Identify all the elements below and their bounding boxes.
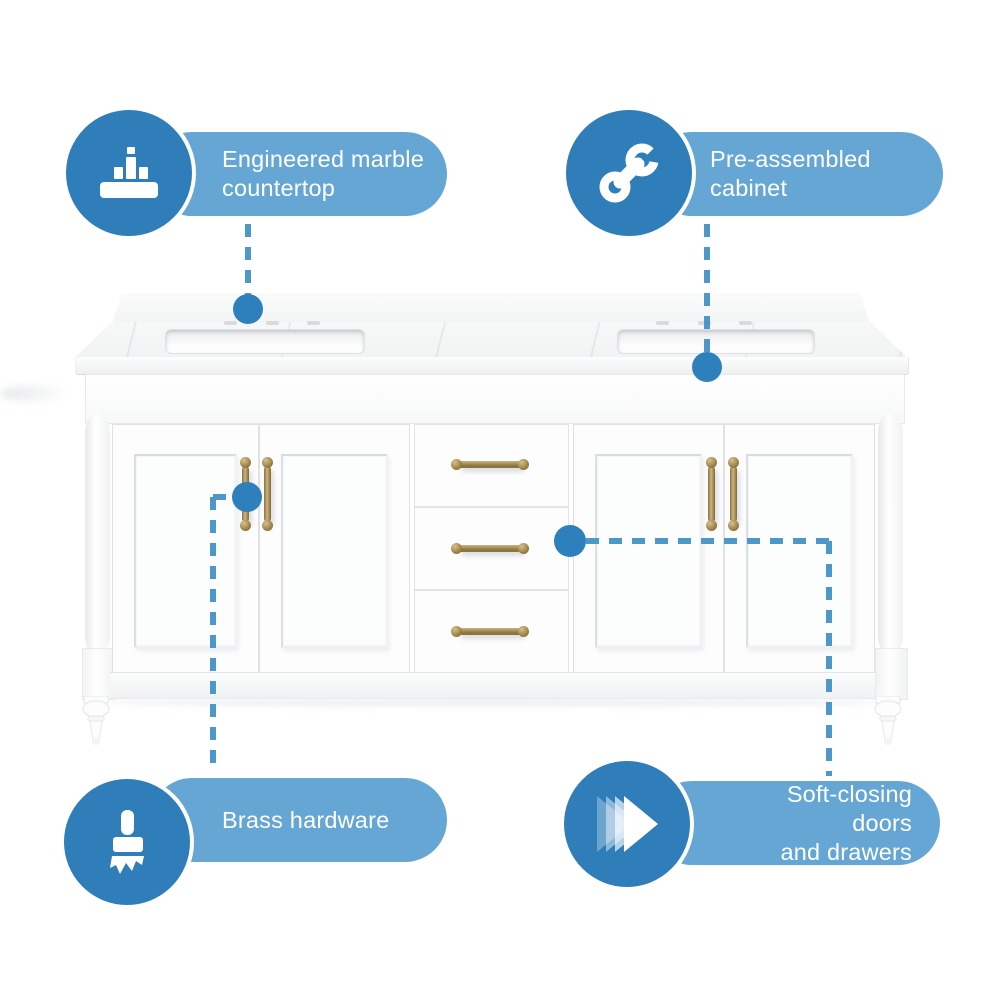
pilaster-right (878, 414, 903, 654)
turned-leg-right (874, 696, 902, 745)
countertop-front-edge (75, 357, 909, 375)
callout-label-line: Pre-assembled cabinet (710, 146, 871, 201)
faucet-hole (224, 321, 237, 325)
callout-pill-engineered-marble-countertop: Engineered marble countertop (150, 132, 447, 216)
leader-line-brass-h (213, 494, 237, 500)
callout-label-line: Soft-closing doors (786, 780, 912, 836)
door-panel (281, 454, 388, 648)
drawer-pull-brass (451, 543, 529, 554)
cabinet-top-rail (85, 374, 905, 424)
drawer-pull-brass (451, 626, 529, 637)
door-2 (259, 424, 410, 674)
callout-pill-brass-hardware: Brass hardware (150, 778, 447, 862)
callout-circle-brass-hardware (60, 775, 194, 909)
fast-forward-icon (597, 796, 658, 852)
bottom-rail (110, 672, 875, 699)
callout-label-line: countertop (222, 175, 336, 201)
callout-pill-soft-closing: Soft-closing doors and drawers (650, 781, 940, 865)
door-panel (746, 454, 853, 648)
door-pull-brass (262, 457, 273, 531)
callout-label-line: and drawers (780, 838, 912, 865)
leader-dot-cabinet (692, 352, 722, 382)
leader-dot-countertop (233, 294, 263, 324)
faucet-hole (739, 321, 752, 325)
callout-circle-engineered-marble-countertop (62, 106, 196, 240)
plinth-right (875, 648, 908, 700)
door-pull-brass (706, 457, 717, 531)
leader-dot-softclose (554, 525, 586, 557)
door-3 (573, 424, 724, 674)
floor-shadow (100, 699, 890, 706)
backsplash (112, 293, 870, 324)
door-4 (724, 424, 875, 674)
paint-brush-icon (110, 810, 144, 874)
callout-pill-pre-assembled-cabinet: Pre-assembled cabinet (650, 132, 943, 216)
door-pull-brass (728, 457, 739, 531)
door-panel (595, 454, 702, 648)
door-1 (112, 424, 259, 674)
sink-left (165, 329, 365, 354)
callout-circle-soft-closing (560, 757, 694, 891)
callout-label-line: Brass hardware (222, 806, 390, 833)
pilaster-left (85, 414, 110, 654)
leader-line-brass-v (210, 497, 216, 773)
leader-line-softclose-v (826, 541, 832, 776)
leader-dot-brass (232, 482, 262, 512)
leader-line-countertop (245, 224, 251, 302)
wrench-icon (599, 142, 665, 203)
leader-line-cabinet (704, 224, 710, 360)
sink-right (617, 329, 815, 354)
callout-label-line: Engineered marble (222, 146, 424, 172)
faucet-hole (656, 321, 669, 325)
faucet-hole (307, 321, 320, 325)
callout-circle-pre-assembled-cabinet (562, 106, 696, 240)
drawer-pull-brass (451, 459, 529, 470)
turned-leg-left (82, 696, 110, 745)
wall-shadow (0, 386, 70, 401)
countertop-icon (100, 147, 158, 198)
leader-line-softclose-h (586, 538, 829, 544)
faucet-hole (265, 321, 279, 325)
door-panel (134, 454, 237, 648)
faucet-holes-left (224, 321, 320, 326)
